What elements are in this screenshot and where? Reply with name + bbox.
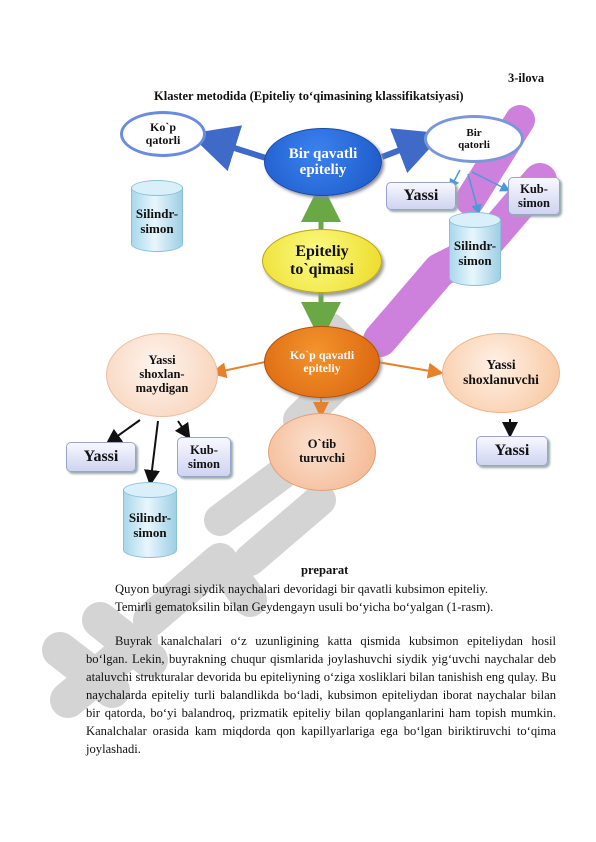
box-cube-bottom-left: Kub-simon: [177, 437, 231, 477]
node-multi-layer-label: Ko`p qavatli epiteliy: [289, 347, 355, 375]
node-multi-layer: Ko`p qavatli epiteliy: [264, 326, 380, 398]
arrow-to-singlerow: [380, 128, 444, 174]
box-flat-bottom-right-label: Yassi: [494, 442, 530, 459]
box-cube-right: Kub-simon: [508, 177, 560, 215]
cylinder-bottom-left-label: Silindr-simon: [128, 510, 172, 540]
cylinder-bottom-left: Silindr-simon: [123, 482, 177, 558]
node-transitional: O`tib turuvchi: [268, 413, 376, 491]
node-center: Epiteliy to`qimasi: [262, 229, 382, 293]
node-single-layer-label: Bir qavatli epiteliy: [288, 145, 358, 179]
node-multi-row: Ko`p qatorli: [120, 111, 206, 157]
arrow-to-cube-r: [471, 171, 511, 192]
preparat-line-1: Quyon buyragi siydik naychalari devorida…: [115, 582, 489, 596]
node-center-label: Epiteliy to`qimasi: [290, 243, 354, 278]
node-keratin: Yassi shoxlanuvchi: [442, 333, 560, 413]
appendix-label: 3-ilova: [508, 71, 545, 85]
body-paragraph: Buyrak kanalchalari o‘z uzunligining kat…: [86, 634, 556, 756]
cylinder-right-label: Silindr-simon: [453, 238, 497, 268]
node-non-keratin: Yassi shoxlan-maydigan: [106, 333, 218, 417]
box-flat-bottom-left: Yassi: [66, 442, 136, 472]
arrow-to-cyl-bl: [144, 420, 160, 486]
arrow-to-keratin: [376, 361, 444, 379]
cylinder-left-top: Silindr-simon: [131, 180, 183, 252]
node-non-keratin-label: Yassi shoxlan-maydigan: [135, 353, 189, 395]
preparat-label: preparat: [301, 563, 349, 577]
cylinder-left-top-label: Silindr-simon: [135, 206, 179, 236]
node-single-row: Bir qatorli: [424, 115, 524, 163]
arrow-to-cyl-r: [467, 173, 482, 216]
node-single-row-label: Bir qatorli: [458, 126, 490, 151]
node-single-layer: Bir qavatli epiteliy: [264, 128, 382, 196]
arrow-to-multirow: [189, 125, 267, 172]
arrow-to-flat-bl: [105, 419, 141, 445]
box-cube-right-label: Kub-simon: [518, 182, 550, 210]
node-keratin-label: Yassi shoxlanuvchi: [463, 357, 539, 387]
box-cube-bottom-left-label: Kub-simon: [188, 443, 220, 471]
box-flat-bottom-left-label: Yassi: [83, 448, 119, 465]
arrow-to-cube-bl: [174, 420, 191, 440]
cylinder-right: Silindr-simon: [449, 212, 501, 286]
box-flat-right: Yassi: [386, 182, 456, 210]
arrow-to-nonkeratin: [210, 361, 266, 379]
diagram-title: Klaster metodida (Epiteliy to‘qimasining…: [154, 89, 464, 103]
node-transitional-label: O`tib turuvchi: [299, 437, 345, 465]
box-flat-right-label: Yassi: [403, 187, 439, 204]
node-multi-row-label: Ko`p qatorli: [145, 119, 181, 147]
preparat-line-2: Temirli gematoksilin bilan Geydengayn us…: [115, 600, 494, 614]
box-flat-bottom-right: Yassi: [476, 436, 548, 466]
